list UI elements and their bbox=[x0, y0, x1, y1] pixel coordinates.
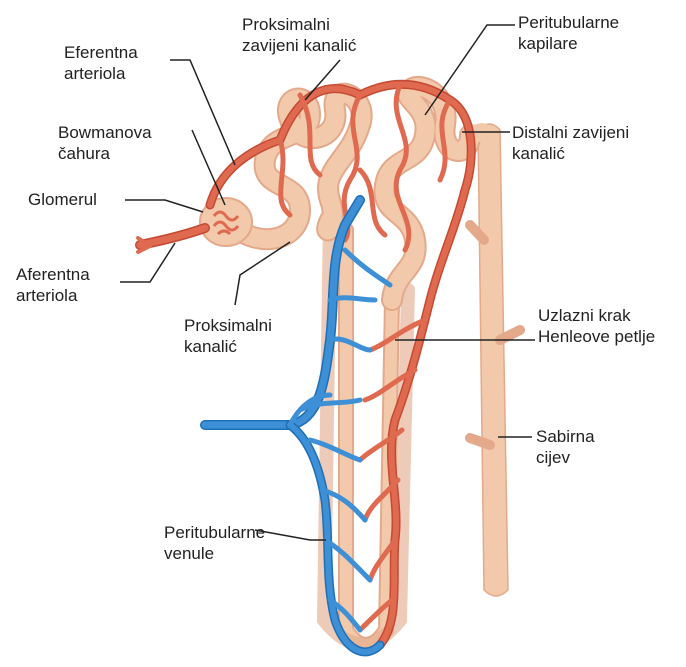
leader-glomerul bbox=[125, 200, 203, 212]
label-peritubularne-kapilare: Peritubularne kapilare bbox=[518, 12, 619, 54]
label-aferentna-arteriola: Aferentna arteriola bbox=[16, 264, 90, 306]
label-eferentna-arteriola: Eferentna arteriola bbox=[64, 42, 138, 84]
label-distalni-zavijeni-kanalic: Distalni zavijeni kanalić bbox=[512, 122, 629, 164]
collecting-duct bbox=[470, 124, 520, 596]
label-peritubularne-venule: Peritubularne venule bbox=[164, 522, 265, 564]
leader-proksimalni-kanalic bbox=[235, 242, 290, 305]
label-proksimalni-zavijeni-kanalic: Proksimalni zavijeni kanalić bbox=[242, 14, 356, 56]
label-uzlazni-krak-henleove-petlje: Uzlazni krak Henleove petlje bbox=[538, 305, 655, 347]
leader-peritubularne-venule bbox=[255, 530, 326, 540]
leader-eferentna-arteriola bbox=[170, 60, 235, 165]
leader-bowmanova-cahura bbox=[192, 130, 225, 205]
label-sabirna-cijev: Sabirna cijev bbox=[536, 426, 595, 468]
label-proksimalni-kanalic: Proksimalni kanalić bbox=[184, 315, 272, 357]
label-glomerul: Glomerul bbox=[28, 189, 97, 210]
label-bowmanova-cahura: Bowmanova čahura bbox=[58, 122, 152, 164]
peritubular-venules bbox=[205, 200, 390, 652]
